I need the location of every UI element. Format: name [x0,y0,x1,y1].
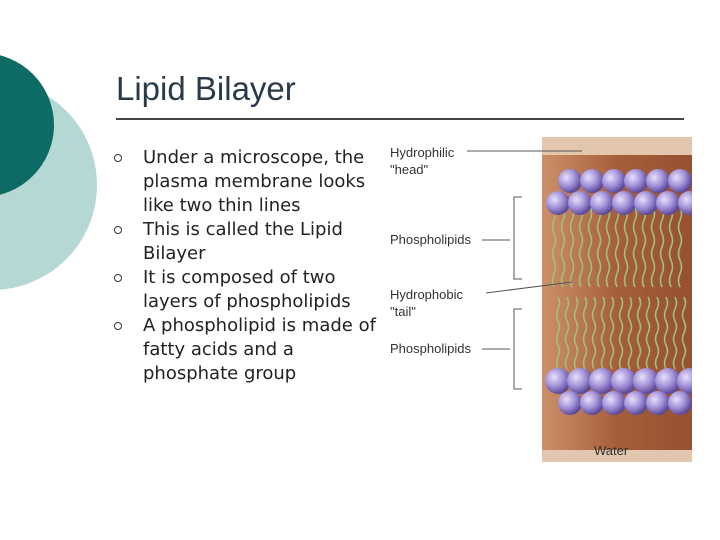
fatty-acid-tail [668,206,674,288]
label-water: Water [594,443,629,458]
label-tail: "tail" [390,304,416,319]
phosphate-head [612,191,636,215]
bullet-item: A phospholipid is made of fatty acids an… [114,314,384,386]
bullet-text: This is called the Lipid Bilayer [143,219,343,264]
fatty-acid-tail [609,296,615,370]
label-hydrophilic: Hydrophilic [390,145,455,160]
phosphate-head [668,391,692,415]
fatty-acid-tail [681,296,687,370]
bullet-list: Under a microscope, the plasma membrane … [114,146,384,386]
phosphate-head [646,391,670,415]
bullet-icon [114,154,122,162]
label-head: "head" [390,162,429,177]
phosphate-head [558,391,582,415]
title-divider [116,118,684,120]
fatty-acid-tail [591,296,597,370]
label-hydrophobic: Hydrophobic [390,287,463,302]
bullet-text: A phospholipid is made of fatty acids an… [143,315,376,384]
fatty-acid-tail [596,206,602,288]
fatty-acid-tail [605,206,611,288]
phosphate-head [580,391,604,415]
phosphate-head [602,391,626,415]
fatty-acid-tail [659,206,665,288]
fatty-acid-tail [587,206,593,288]
fatty-acid-tail [564,296,570,370]
phosphate-head [624,169,648,193]
fatty-acid-tail [672,296,678,370]
phosphate-head [611,368,637,394]
bullet-icon [114,274,122,282]
label-phospholipids-top: Phospholipids [390,232,471,247]
fatty-acid-tail [677,206,683,288]
fatty-acid-tail [663,296,669,370]
bracket-bottom [513,308,522,390]
fatty-acid-tail [636,296,642,370]
fatty-acid-tail [627,296,633,370]
phosphate-head [545,368,571,394]
phosphate-head [655,368,681,394]
fatty-acid-tail [560,206,566,288]
phosphate-head [589,368,615,394]
phosphate-head [668,169,692,193]
phosphate-head [580,169,604,193]
fatty-acid-tail [650,206,656,288]
bullet-item: Under a microscope, the plasma membrane … [114,146,384,218]
bracket-top [513,196,522,280]
phosphate-head [656,191,680,215]
fatty-acid-tail [582,296,588,370]
bullet-text: It is composed of two layers of phosphol… [143,267,351,312]
bullet-item: This is called the Lipid Bilayer [114,218,384,266]
lipid-bilayer-diagram: Hydrophilic "head" Phospholipids Hydroph… [382,137,703,462]
deco-circle-dark [0,55,54,195]
phosphate-head [546,191,570,215]
phosphate-head [646,169,670,193]
phosphate-head [602,169,626,193]
fatty-acid-tails [551,206,687,370]
label-phospholipids-bottom: Phospholipids [390,341,471,356]
fatty-acid-tail [614,206,620,288]
bullet-item: It is composed of two layers of phosphol… [114,266,384,314]
fatty-acid-tail [632,206,638,288]
fatty-acid-tail [641,206,647,288]
fatty-acid-tail [645,296,651,370]
phosphate-head [634,191,658,215]
phosphate-head [558,169,582,193]
fatty-acid-tail [600,296,606,370]
fatty-acid-tail [551,206,557,288]
phosphate-heads-bottom-layer [545,368,703,415]
slide-title: Lipid Bilayer [116,70,296,107]
fatty-acid-tail [623,206,629,288]
fatty-acid-tail [555,296,561,370]
fatty-acid-tail [573,296,579,370]
bullet-text: Under a microscope, the plasma membrane … [143,147,366,216]
phosphate-head [567,368,593,394]
fatty-acid-tail [578,206,584,288]
pointer-line-tail [485,281,573,294]
phosphate-head [633,368,659,394]
fatty-acid-tail [654,296,660,370]
phosphate-head [590,191,614,215]
phosphate-head [624,391,648,415]
bullet-icon [114,322,122,330]
decorative-circles [0,55,97,290]
bullet-icon [114,226,122,234]
fatty-acid-tail [618,296,624,370]
fatty-acid-tail [569,206,575,288]
phosphate-head [568,191,592,215]
